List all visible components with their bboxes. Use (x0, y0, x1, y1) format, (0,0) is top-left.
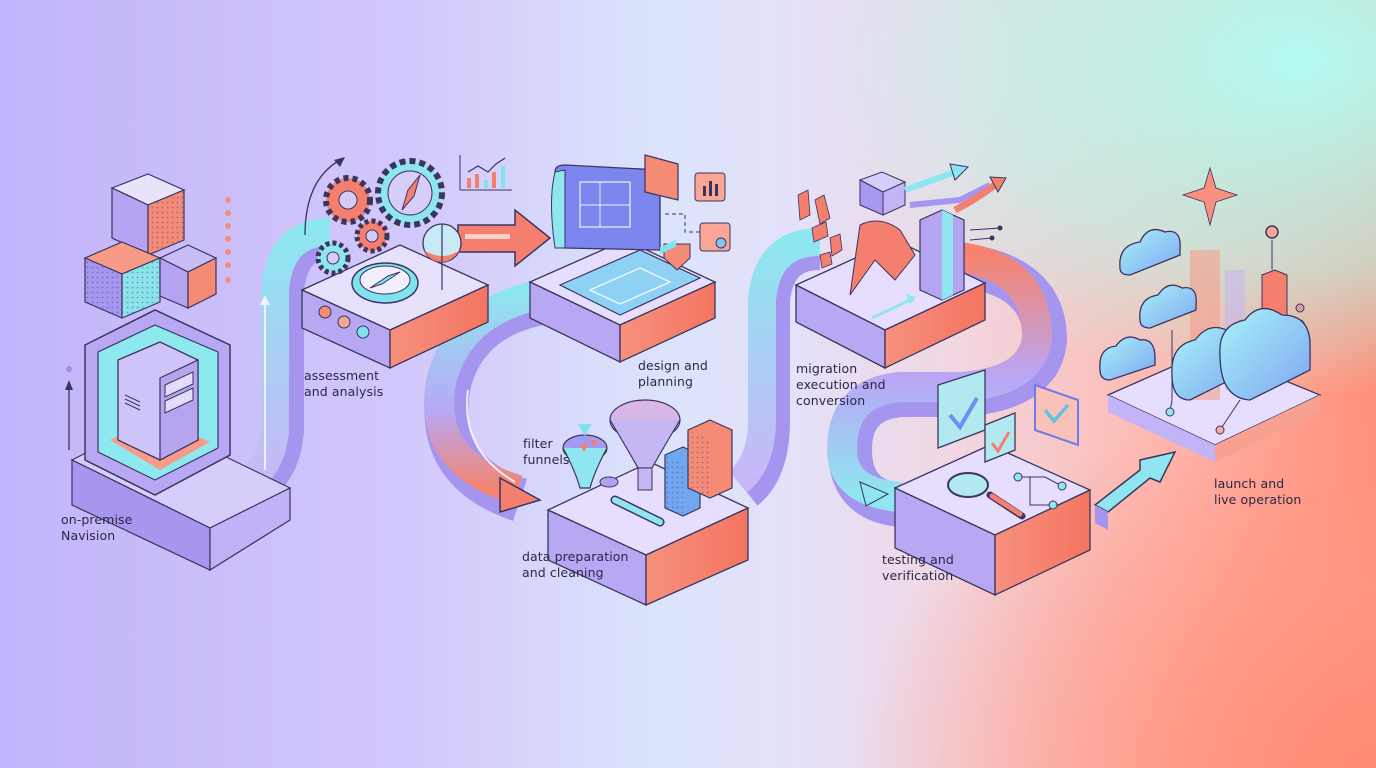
flow-path-3 (728, 228, 822, 506)
cloud-gear-icon (1139, 284, 1197, 329)
stage-launch (1099, 166, 1322, 462)
checkmark-card-3-icon (1034, 383, 1079, 447)
stage-label-assessment: assessment and analysis (304, 368, 384, 399)
server-tower-icon (117, 341, 199, 461)
dotted-indicator (225, 197, 231, 283)
stage-label-design: design and planning (638, 358, 708, 389)
route-card-icon (644, 154, 679, 201)
stage-design (528, 154, 731, 364)
network-lines (1165, 330, 1241, 435)
report-card-icon (699, 222, 731, 252)
stage-testing (893, 369, 1092, 597)
magnifier-icon (947, 472, 1026, 520)
data-cubes-icon (83, 173, 218, 319)
up-arrow-icon (65, 366, 73, 450)
stage-label-testing: testing and verification (882, 552, 954, 583)
stage-label-on-premise: on-premise Navision (61, 512, 133, 543)
globe-icon (422, 223, 462, 290)
circuit-nodes-icon (1013, 472, 1067, 510)
cloud-grid-icon (1119, 228, 1181, 276)
cloud-building-icon (1099, 336, 1156, 381)
flow-arrow-to-launch (1093, 450, 1177, 530)
stage-label-migration: migration execution and conversion (796, 361, 886, 408)
trend-arrows-icon (903, 163, 1007, 241)
sparkle-star-icon (1181, 166, 1239, 227)
flow-path-2 (424, 277, 563, 521)
stage-migration (794, 163, 1007, 370)
data-fragments-icon (797, 189, 843, 269)
funnel-small-icon (562, 424, 608, 489)
stage-on-premise (65, 173, 292, 572)
checkmark-card-2-icon (984, 412, 1016, 463)
data-block-icon (849, 171, 916, 296)
stage-label-launch: launch and live operation (1214, 476, 1302, 507)
flow-arrow-to-design (457, 208, 552, 268)
wrench-icon (610, 495, 665, 527)
mini-chart-icon (459, 155, 512, 191)
data-columns-icon (919, 209, 965, 301)
data-blocks-icon (664, 419, 733, 517)
stage-assessment (300, 155, 512, 370)
funnel-large-icon (609, 399, 681, 491)
blueprint-icon (551, 164, 702, 316)
annotation-filter-funnels: filter funnels (523, 436, 570, 467)
shield-icon (663, 243, 691, 271)
compass-icon (351, 262, 419, 304)
flow-arrow-icon (499, 476, 542, 514)
stage-label-data-prep: data preparation and cleaning (522, 549, 629, 580)
gears-icon (315, 158, 445, 276)
cloud-upload-icon (1219, 308, 1311, 401)
stage-data-prep (546, 239, 750, 607)
